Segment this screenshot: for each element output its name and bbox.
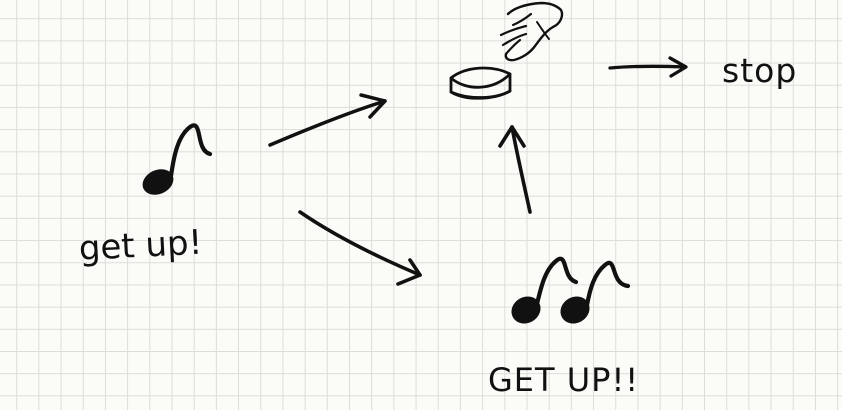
arrow-loud-alarm-to-button <box>498 125 532 214</box>
pointing-hand-icon <box>499 1 564 62</box>
loud-get-up-label: GET UP!! <box>488 361 640 399</box>
arrow-to-button <box>268 93 387 147</box>
get-up-label: get up! <box>77 222 204 269</box>
single-note-icon <box>142 123 213 195</box>
double-note-icon <box>511 256 631 324</box>
arrow-to-loud-alarm <box>298 210 422 286</box>
stop-label: stop <box>722 51 798 90</box>
arrow-to-stop <box>608 56 688 78</box>
push-button-icon <box>449 66 512 100</box>
